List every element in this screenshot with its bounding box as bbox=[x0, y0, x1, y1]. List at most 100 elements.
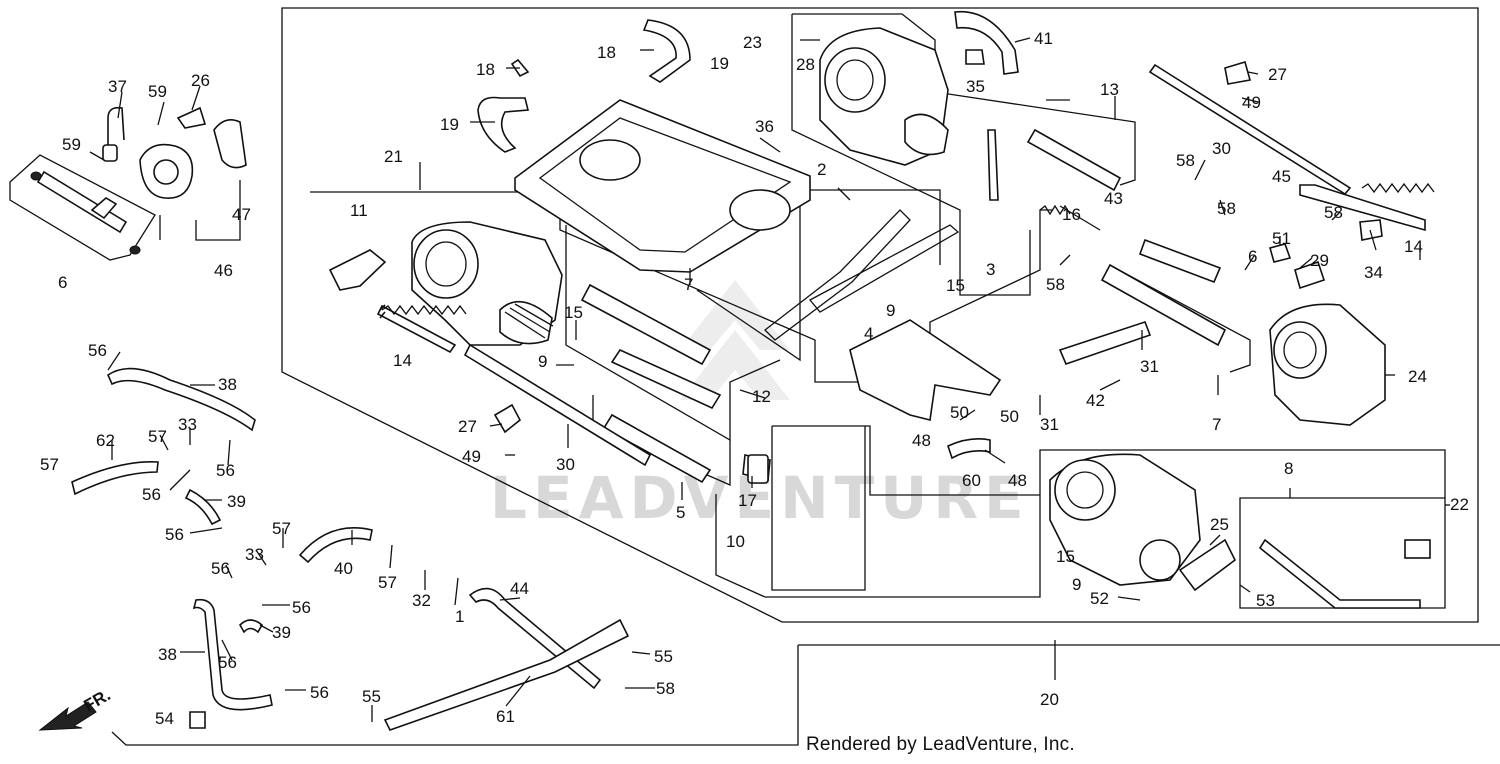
credit-text: Rendered by LeadVenture, Inc. bbox=[806, 734, 1075, 755]
callout-49a: 49 bbox=[1242, 93, 1261, 112]
callout-56b: 56 bbox=[216, 461, 235, 480]
carburetor-bottom bbox=[1049, 453, 1431, 609]
callout-56h: 56 bbox=[310, 683, 329, 702]
callout-37: 37 bbox=[108, 77, 127, 96]
callout-6a: 6 bbox=[58, 273, 67, 292]
callout-53: 53 bbox=[1256, 591, 1275, 610]
callout-3: 3 bbox=[986, 260, 995, 279]
callout-23: 23 bbox=[743, 33, 762, 52]
callout-25: 25 bbox=[1210, 515, 1229, 534]
callout-39a: 39 bbox=[227, 492, 246, 511]
callout-38a: 38 bbox=[218, 375, 237, 394]
callout-57d: 57 bbox=[378, 573, 397, 592]
callout-48b: 48 bbox=[1008, 471, 1027, 490]
callout-6b: 6 bbox=[1248, 247, 1257, 266]
callout-15c: 15 bbox=[1056, 547, 1075, 566]
callout-29: 29 bbox=[1310, 251, 1329, 270]
callout-21: 21 bbox=[384, 147, 403, 166]
callout-14b: 14 bbox=[1404, 237, 1423, 256]
callout-22: 22 bbox=[1450, 495, 1469, 514]
leader-lines bbox=[89, 37, 1450, 722]
callout-17: 17 bbox=[738, 491, 757, 510]
callout-55a: 55 bbox=[654, 647, 673, 666]
callout-27a: 27 bbox=[1268, 65, 1287, 84]
callout-14a: 14 bbox=[393, 351, 412, 370]
callout-57c: 57 bbox=[272, 519, 291, 538]
callout-9a: 9 bbox=[538, 352, 547, 371]
carburetor-top-right bbox=[819, 10, 1019, 201]
joint-pipes bbox=[379, 63, 1426, 484]
callout-36: 36 bbox=[755, 117, 774, 136]
callout-59a: 59 bbox=[148, 82, 167, 101]
callout-2: 2 bbox=[817, 160, 826, 179]
callout-56d: 56 bbox=[165, 525, 184, 544]
callout-19a: 19 bbox=[710, 54, 729, 73]
callout-12: 12 bbox=[752, 387, 771, 406]
callout-18b: 18 bbox=[476, 60, 495, 79]
callout-24: 24 bbox=[1408, 367, 1427, 386]
callout-8: 8 bbox=[1284, 459, 1293, 478]
callout-35: 35 bbox=[966, 77, 985, 96]
callout-15a: 15 bbox=[564, 303, 583, 322]
callout-1: 1 bbox=[455, 607, 464, 626]
callout-46: 46 bbox=[214, 261, 233, 280]
callout-58c: 58 bbox=[1324, 203, 1343, 222]
callout-31a: 31 bbox=[1040, 415, 1059, 434]
callout-15b: 15 bbox=[946, 276, 965, 295]
callout-9b: 9 bbox=[886, 301, 895, 320]
callout-56e: 56 bbox=[211, 559, 230, 578]
callout-47: 47 bbox=[232, 205, 251, 224]
callout-56a: 56 bbox=[88, 341, 107, 360]
callout-30b: 30 bbox=[556, 455, 575, 474]
callout-10: 10 bbox=[726, 532, 745, 551]
intake-manifold bbox=[477, 19, 811, 273]
callout-31b: 31 bbox=[1140, 357, 1159, 376]
callout-56f: 56 bbox=[292, 598, 311, 617]
callout-40: 40 bbox=[334, 559, 353, 578]
springs bbox=[381, 182, 1435, 316]
vacuum-tubes bbox=[71, 367, 630, 731]
callout-52: 52 bbox=[1090, 589, 1109, 608]
callout-33b: 33 bbox=[245, 545, 264, 564]
callout-48a: 48 bbox=[912, 431, 931, 450]
callout-49b: 49 bbox=[462, 447, 481, 466]
callout-60: 60 bbox=[962, 471, 981, 490]
carburetor-right bbox=[1269, 303, 1386, 426]
callout-34: 34 bbox=[1364, 263, 1383, 282]
callout-58d: 58 bbox=[1046, 275, 1065, 294]
callout-54: 54 bbox=[155, 709, 174, 728]
callout-56g: 56 bbox=[218, 653, 237, 672]
small-hardware bbox=[189, 60, 1383, 729]
callout-42: 42 bbox=[1086, 391, 1105, 410]
callout-28: 28 bbox=[796, 55, 815, 74]
callout-7a: 7 bbox=[684, 275, 693, 294]
callout-38b: 38 bbox=[158, 645, 177, 664]
callout-5: 5 bbox=[676, 503, 685, 522]
callout-50b: 50 bbox=[1000, 407, 1019, 426]
callout-58e: 58 bbox=[656, 679, 675, 698]
carburetor-left bbox=[328, 221, 563, 354]
filter-group bbox=[9, 106, 247, 261]
throttle-link bbox=[764, 209, 1002, 421]
callout-50a: 50 bbox=[950, 403, 969, 422]
callout-27b: 27 bbox=[458, 417, 477, 436]
callout-labels: 1 2 3 4 5 6 6 7 7 8 9 9 9 10 11 12 13 14… bbox=[40, 29, 1469, 728]
callout-51: 51 bbox=[1272, 229, 1291, 248]
callout-43: 43 bbox=[1104, 189, 1123, 208]
callout-55b: 55 bbox=[362, 687, 381, 706]
callout-61: 61 bbox=[496, 707, 515, 726]
watermark-logo bbox=[680, 280, 790, 400]
callout-7b: 7 bbox=[1212, 415, 1221, 434]
callout-26: 26 bbox=[191, 71, 210, 90]
callout-20: 20 bbox=[1040, 690, 1059, 709]
callout-58b: 58 bbox=[1217, 199, 1236, 218]
callout-4: 4 bbox=[864, 324, 873, 343]
callout-45: 45 bbox=[1272, 167, 1291, 186]
callout-56c: 56 bbox=[142, 485, 161, 504]
callout-16: 16 bbox=[1062, 205, 1081, 224]
callout-44: 44 bbox=[510, 579, 529, 598]
callout-41: 41 bbox=[1034, 29, 1053, 48]
callout-39b: 39 bbox=[272, 623, 291, 642]
callout-57a: 57 bbox=[148, 427, 167, 446]
